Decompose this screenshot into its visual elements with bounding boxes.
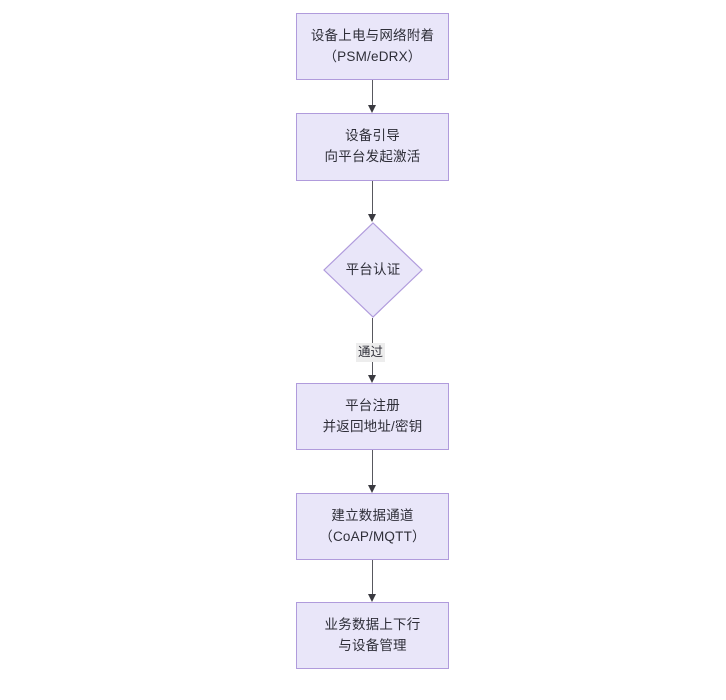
arrowhead-icon: [368, 375, 376, 383]
diamond-shape-icon: [323, 222, 423, 318]
node-device-power-on[interactable]: 设备上电与网络附着 （PSM/eDRX）: [296, 13, 449, 80]
node-label-line2: 并返回地址/密钥: [322, 418, 423, 434]
node-establish-data-channel[interactable]: 建立数据通道 （CoAP/MQTT）: [296, 493, 449, 560]
node-label-line2: （CoAP/MQTT）: [319, 528, 426, 544]
edge-n4-n5: [368, 450, 376, 493]
edge-n1-n2: [368, 80, 376, 113]
node-label-line1: 平台认证: [345, 261, 401, 277]
node-label-line2: 与设备管理: [338, 637, 407, 653]
arrowhead-icon: [368, 105, 376, 113]
node-business-data-and-device-mgmt[interactable]: 业务数据上下行 与设备管理: [296, 602, 449, 669]
arrowhead-icon: [368, 214, 376, 222]
node-label-line1: 建立数据通道: [331, 507, 414, 523]
node-label-line1: 业务数据上下行: [324, 616, 421, 632]
node-label-line1: 设备引导: [345, 128, 400, 144]
node-label-line2: 向平台发起激活: [324, 149, 421, 164]
arrowhead-icon: [368, 594, 376, 602]
edge-line: [372, 560, 373, 594]
arrowhead-icon: [368, 485, 376, 493]
node-platform-register[interactable]: 平台注册 并返回地址/密钥: [296, 383, 449, 450]
node-label-line1: 平台注册: [345, 397, 400, 413]
edge-n5-n6: [368, 560, 376, 602]
node-label-line2: （PSM/eDRX）: [323, 48, 422, 64]
node-platform-auth-decision[interactable]: 平台认证: [323, 222, 423, 318]
node-device-bootstrap[interactable]: 设备引导 向平台发起激活: [296, 113, 449, 181]
edge-label-pass: 通过: [356, 343, 386, 362]
edge-line: [372, 80, 373, 105]
edge-n2-n3: [368, 181, 376, 222]
edge-line: [372, 450, 373, 485]
node-label-line1: 设备上电与网络附着: [310, 27, 435, 43]
edge-line: [372, 181, 373, 214]
